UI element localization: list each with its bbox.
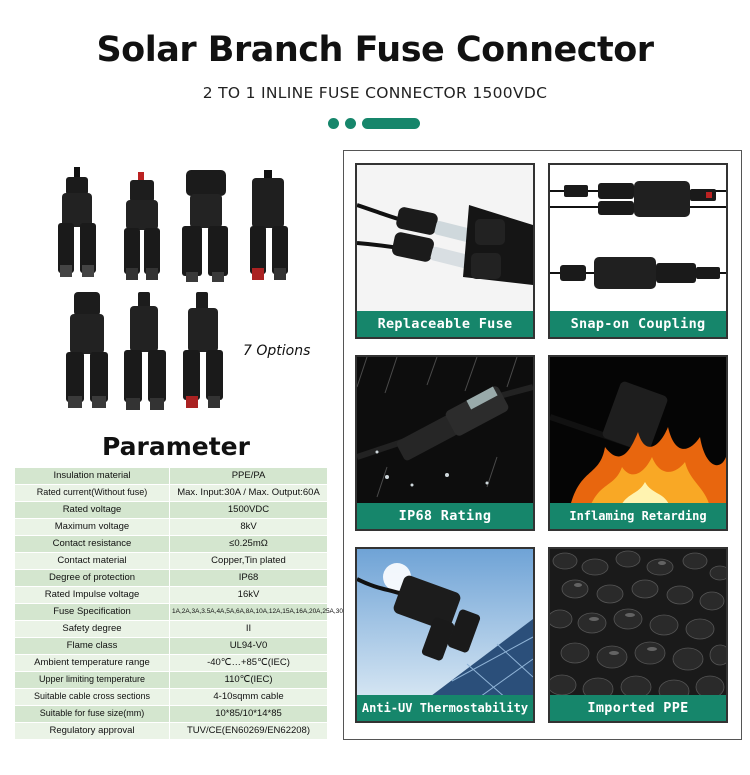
parameter-value: II [169, 620, 328, 638]
feature-label: Inflaming Retarding [550, 503, 726, 529]
parameter-name: Rated current(Without fuse) [14, 484, 170, 502]
feature-card-ip68-rating: IP68 Rating [355, 355, 535, 531]
parameter-row: Suitable for fuse size(mm)10*85/10*14*85 [14, 705, 328, 723]
feature-label: Anti-UV Thermostability [357, 695, 533, 721]
parameter-name: Suitable for fuse size(mm) [14, 705, 170, 723]
decor-bar [362, 118, 420, 129]
parameter-name: Rated voltage [14, 501, 170, 519]
page-title: Solar Branch Fuse Connector [96, 30, 654, 70]
parameter-row: Contact resistance≤0.25mΩ [14, 535, 328, 553]
feature-label: Snap-on Coupling [550, 311, 726, 337]
parameter-name: Suitable cable cross sections [14, 688, 170, 706]
ip68-rating-image [357, 357, 533, 507]
parameter-value: 10*85/10*14*85 [169, 705, 328, 723]
parameter-name: Degree of protection [14, 569, 170, 587]
parameter-name: Contact resistance [14, 535, 170, 553]
page-subtitle: 2 TO 1 INLINE FUSE CONNECTOR 1500VDC [202, 84, 548, 102]
parameter-value: Copper,Tin plated [169, 552, 328, 570]
feature-label: Replaceable Fuse [357, 311, 533, 337]
parameter-value: Max. Input:30A / Max. Output:60A [169, 484, 328, 502]
parameter-value: 4-10sqmm cable [169, 688, 328, 706]
connector-option-6 [124, 292, 166, 410]
connector-option-7 [183, 292, 223, 408]
feature-card-imported-ppe: Imported PPE [548, 547, 728, 723]
parameter-value: 110℃(IEC) [169, 671, 328, 689]
imported-ppe-image [550, 549, 726, 699]
parameter-name: Regulatory approval [14, 722, 170, 740]
feature-card-anti-uv-thermostability: Anti-UV Thermostability [355, 547, 535, 723]
feature-card-replaceable-fuse: Replaceable Fuse [355, 163, 535, 339]
replaceable-fuse-image [357, 165, 533, 315]
parameter-row: Ambient temperature range-40℃…+85℃(IEC) [14, 654, 328, 672]
parameter-name: Flame class [14, 637, 170, 655]
connector-option-4 [250, 170, 288, 280]
snap-on-coupling-image [550, 165, 726, 315]
connector-option-5 [66, 292, 108, 408]
feature-label: Imported PPE [550, 695, 726, 721]
parameter-value: UL94-V0 [169, 637, 328, 655]
decor-dot-2 [345, 118, 356, 129]
parameter-value: TUV/CE(EN60269/EN62208) [169, 722, 328, 740]
parameter-name: Contact material [14, 552, 170, 570]
parameter-name: Insulation material [14, 467, 170, 485]
parameter-value: 8kV [169, 518, 328, 536]
feature-card-snap-on-coupling: Snap-on Coupling [548, 163, 728, 339]
inflaming-retarding-image [550, 357, 726, 507]
feature-label: IP68 Rating [357, 503, 533, 529]
parameter-name: Ambient temperature range [14, 654, 170, 672]
parameter-name: Fuse Specification [14, 603, 170, 621]
connector-option-1 [58, 167, 96, 277]
parameter-value: -40℃…+85℃(IEC) [169, 654, 328, 672]
decor-dot-1 [328, 118, 339, 129]
connector-option-3 [182, 170, 228, 282]
anti-uv-thermostability-image [357, 549, 533, 699]
connector-option-2 [124, 172, 160, 280]
parameter-name: Safety degree [14, 620, 170, 638]
parameter-name: Rated Impulse voltage [14, 586, 170, 604]
parameter-value: PPE/PA [169, 467, 328, 485]
parameter-name: Maximum voltage [14, 518, 170, 536]
parameter-value: 1500VDC [169, 501, 328, 519]
feature-card-inflaming-retarding: Inflaming Retarding [548, 355, 728, 531]
parameter-name: Upper limiting temperature [14, 671, 170, 689]
parameter-value: 16kV [169, 586, 328, 604]
parameter-value: 1A,2A,3A,3.5A,4A,5A,6A,8A,10A,12A,15A,16… [169, 603, 414, 621]
features-panel: Replaceable Fuse Snap-on Coupling [343, 150, 742, 740]
parameter-title: Parameter [102, 432, 250, 461]
options-label: 7 Options [243, 343, 311, 359]
parameter-value: IP68 [169, 569, 328, 587]
parameter-value: ≤0.25mΩ [169, 535, 328, 553]
parameter-row: Rated current(Without fuse)Max. Input:30… [14, 484, 328, 502]
